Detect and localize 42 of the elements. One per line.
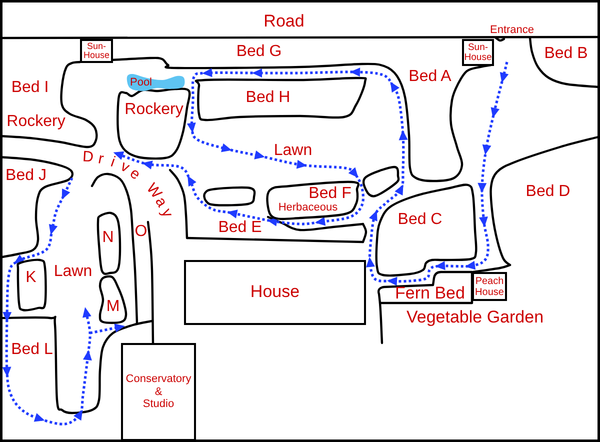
area-label: N	[102, 230, 114, 246]
building-label: Peach House	[475, 276, 504, 298]
area-label: Fern Bed	[395, 284, 465, 302]
area-label: Bed H	[246, 90, 290, 106]
area-label: Rockery	[124, 102, 184, 118]
area-label: Pool	[130, 78, 152, 88]
building-label: Sun-House	[83, 42, 110, 60]
bed-outline	[95, 210, 123, 276]
area-label: Bed D	[526, 183, 570, 201]
area-label: Lawn	[54, 263, 92, 281]
area-label: K	[26, 270, 36, 286]
area-label: O	[134, 223, 148, 241]
area-label: Vegetable Garden	[406, 308, 544, 328]
area-label: Lawn	[274, 142, 312, 160]
area-label: Drive Way	[81, 147, 178, 222]
area-label: Herbaceous	[278, 202, 338, 214]
area-label: Bed F	[308, 186, 352, 202]
bed-outline	[375, 269, 474, 305]
building-box	[121, 343, 196, 441]
area-label: Bed G	[236, 43, 282, 61]
bed-outline	[97, 274, 129, 325]
bed-outline	[115, 86, 192, 161]
building-label: Conservatory & Studio	[124, 373, 192, 411]
area-label: Bed J	[6, 167, 46, 185]
pool-shape	[124, 71, 187, 94]
bed-outline	[15, 257, 48, 313]
area-label: Bed A	[408, 68, 452, 86]
building-label: Sun-House	[464, 42, 492, 62]
area-label: Bed B	[544, 45, 588, 63]
area-label: Bed E	[218, 219, 262, 237]
building-label: House	[250, 283, 300, 302]
area-label: Rockery	[6, 113, 66, 131]
area-label: M	[106, 299, 120, 315]
area-label: Bed I	[11, 79, 49, 97]
bed-outline	[196, 75, 368, 123]
area-label: Entrance	[490, 24, 534, 36]
building-box	[184, 260, 366, 325]
area-label: Road	[264, 12, 304, 32]
area-label: Bed C	[398, 212, 442, 228]
bed-outline	[374, 182, 479, 278]
bed-outline	[265, 179, 360, 221]
area-label: Bed L	[11, 341, 53, 359]
